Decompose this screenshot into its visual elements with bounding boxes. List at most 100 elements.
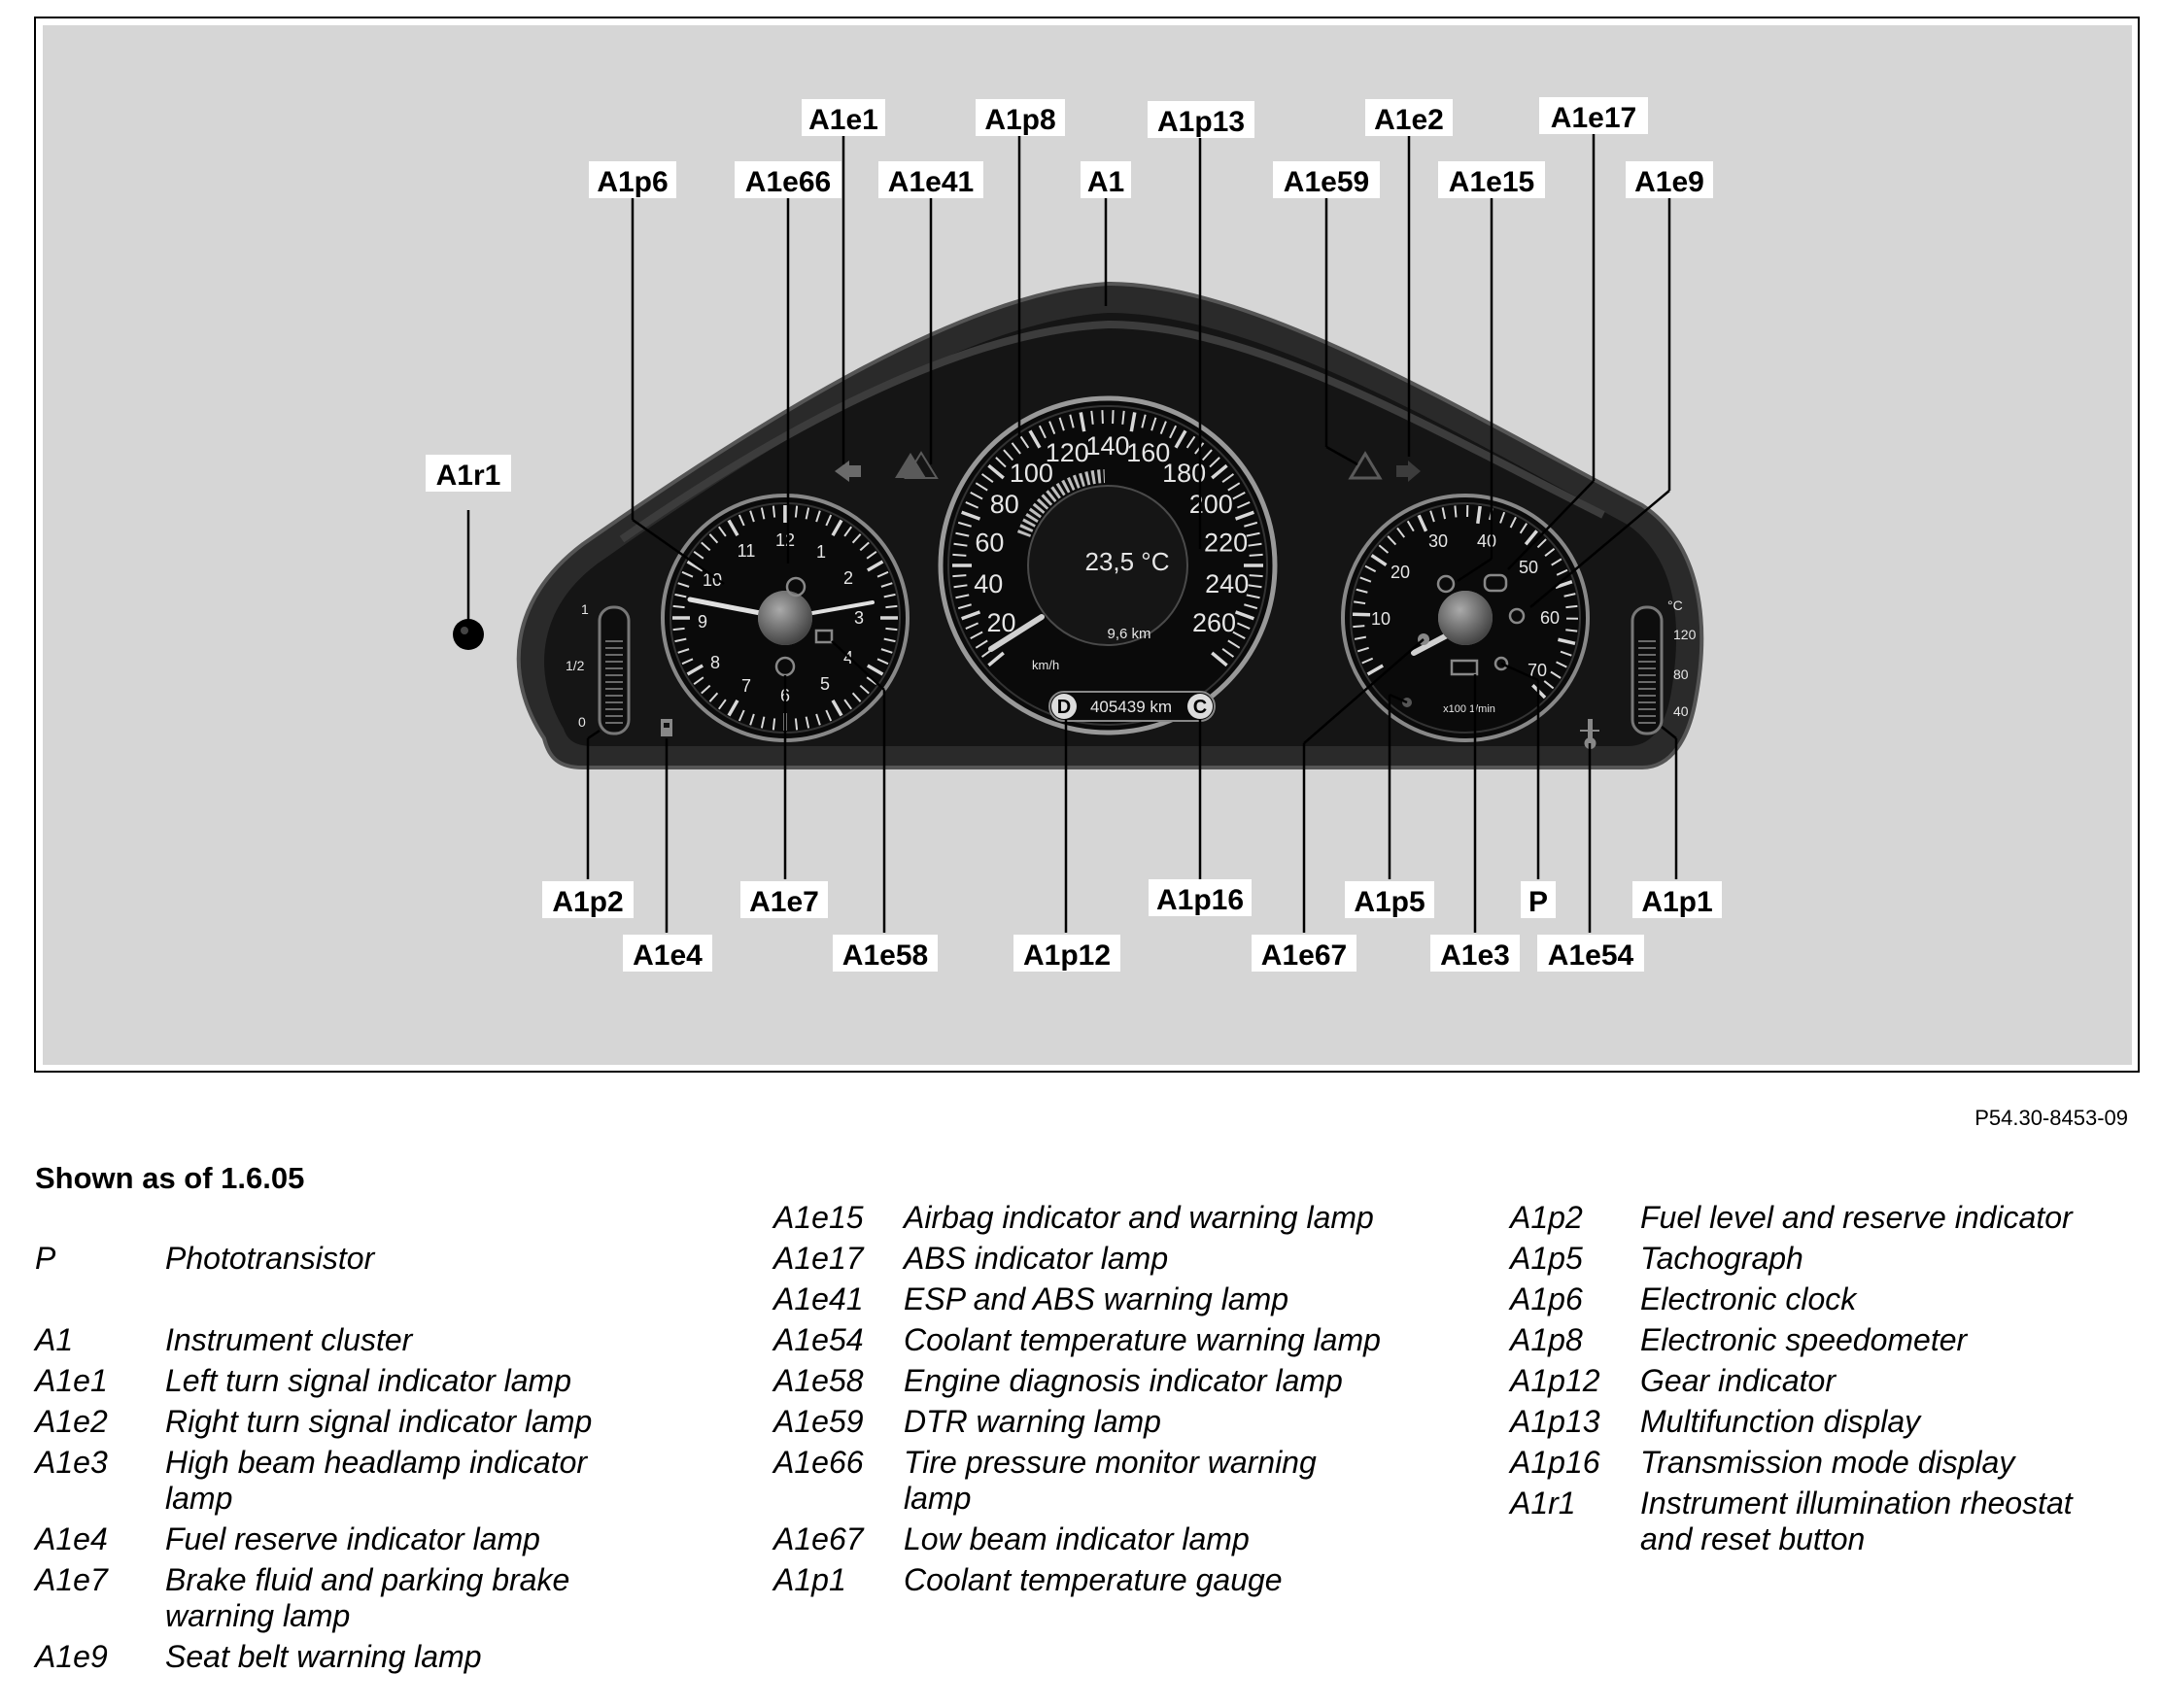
gauge-tick	[1174, 429, 1187, 449]
callout-A1p13: A1p13	[1157, 106, 1245, 138]
callout-A1e15: A1e15	[1449, 166, 1534, 198]
tacho-label-60: 60	[1540, 608, 1560, 628]
callout-box-A1e58	[833, 935, 938, 972]
gauge-tick	[987, 463, 1005, 480]
callout-A1e59: A1e59	[1284, 166, 1369, 198]
callout-A1p1: A1p1	[1641, 886, 1712, 918]
engine-diagnosis-icon	[814, 629, 834, 644]
speed-scale-label-200: 200	[1189, 490, 1233, 519]
legend-desc-A1e4: Fuel reserve indicator lamp	[165, 1521, 540, 1556]
gauge-tick	[843, 526, 852, 537]
gauge-tick	[672, 604, 685, 609]
legend-desc-A1p6: Electronic clock	[1640, 1281, 1858, 1316]
speed-unit-label: km/h	[1032, 658, 1059, 672]
coolant-mark-80: 80	[1673, 666, 1689, 682]
gauge-tick	[1011, 442, 1021, 455]
clock-number-8: 8	[710, 653, 720, 672]
gauge-tick	[1069, 414, 1075, 428]
gauge-tick	[1236, 622, 1251, 630]
gauge-tick	[885, 627, 898, 632]
legend-id-A1e15: A1e15	[772, 1200, 864, 1235]
gauge-tick	[961, 510, 981, 521]
gauge-tick	[1246, 531, 1260, 537]
callout-A1e58: A1e58	[842, 939, 928, 972]
callout-A1p8: A1p8	[984, 104, 1055, 136]
gauge-tick	[674, 637, 687, 643]
legend-desc-A1p2: Fuel level and reserve indicator	[1640, 1200, 2074, 1235]
gauge-tick	[975, 482, 988, 492]
gauge-tick	[980, 473, 994, 483]
gauge-tick	[681, 658, 694, 666]
gauge-tick	[831, 699, 843, 717]
gear-indicator-badge	[1051, 694, 1077, 719]
gauge-tick	[805, 507, 810, 520]
clock-number-10: 10	[703, 570, 722, 590]
legend-desc-A1e54: Coolant temperature warning lamp	[904, 1322, 1381, 1357]
callout-P: P	[1528, 886, 1548, 918]
gauge-tick	[995, 457, 1007, 468]
legend-desc-A1e67: Low beam indicator lamp	[904, 1521, 1250, 1556]
gauge-tick	[866, 676, 877, 685]
gauge-tick	[738, 709, 745, 722]
gauge-tick	[1227, 639, 1241, 649]
gauge-tick	[815, 510, 821, 523]
mode-indicator-badge	[1187, 694, 1213, 719]
gauge-tick	[693, 551, 704, 560]
gauge-tick	[883, 637, 896, 643]
gauge-tick	[1221, 473, 1235, 483]
gauge-tick	[1232, 492, 1246, 500]
gauge-tick	[961, 610, 981, 621]
callout-box-A1p12	[1013, 935, 1120, 972]
display-trip: 9,6 km	[1107, 626, 1150, 642]
gauge-tick	[681, 570, 694, 578]
gauge-tick	[749, 510, 755, 523]
gauge-tick	[1249, 553, 1263, 557]
legend-id-A1p5: A1p5	[1508, 1241, 1583, 1276]
callout-labels: A1e1 A1p8 A1p13 A1e2 A1e17 A1p6 A1e66 A1…	[426, 97, 1722, 972]
callout-box-A1e9	[1626, 161, 1713, 198]
callout-A1e17: A1e17	[1551, 102, 1636, 134]
legend-desc-A1p8: Electronic speedometer	[1640, 1322, 1969, 1357]
legend-desc-A1e7: warning lamp	[165, 1598, 350, 1633]
callout-A1: A1	[1087, 166, 1124, 198]
gauge-tick	[970, 631, 983, 639]
gauge-tick	[1544, 547, 1556, 557]
gauge-tick	[1227, 482, 1241, 492]
callout-A1p16: A1p16	[1156, 884, 1244, 916]
gauge-tick	[953, 542, 968, 547]
legend-id-A1r1: A1r1	[1508, 1486, 1576, 1520]
tacho-label-50: 50	[1519, 558, 1538, 577]
gauge-tick	[772, 718, 776, 731]
gauge-tick	[805, 716, 810, 729]
gauge-tick	[987, 651, 1005, 667]
gauge-tick	[772, 505, 776, 518]
gauge-tick	[1354, 635, 1367, 640]
gauge-tick	[1159, 421, 1167, 435]
legend-id-A1p6: A1p6	[1508, 1281, 1583, 1316]
clock-ticks	[672, 505, 898, 731]
tacho-label-30: 30	[1428, 531, 1448, 551]
gauge-tick	[1524, 529, 1538, 546]
gauge-tick	[760, 716, 766, 729]
legend-id-A1p12: A1p12	[1508, 1363, 1600, 1398]
callout-A1p6: A1p6	[597, 166, 668, 198]
gauge-tick	[955, 594, 970, 599]
legend-id-A1p2: A1p2	[1508, 1200, 1583, 1235]
gauge-tick	[708, 533, 719, 544]
gauge-tick	[859, 541, 870, 552]
gauge-tick	[866, 560, 884, 572]
gauge-tick	[1370, 554, 1388, 567]
speed-scale-label-240: 240	[1205, 569, 1249, 598]
callout-A1e66: A1e66	[745, 166, 831, 198]
speed-scale-label-80: 80	[990, 490, 1019, 519]
clock-number-3: 3	[854, 608, 864, 628]
callout-box-A1e15	[1438, 161, 1545, 198]
gauge-tick	[1236, 501, 1251, 509]
clock-gauge: 12 1 2 3 4 5 6 7 8 9 10 11	[661, 494, 910, 742]
gauge-tick	[883, 593, 896, 598]
gauge-tick	[1476, 505, 1482, 525]
gauge-tick	[1387, 535, 1397, 546]
speed-scale-label-180: 180	[1162, 459, 1206, 488]
